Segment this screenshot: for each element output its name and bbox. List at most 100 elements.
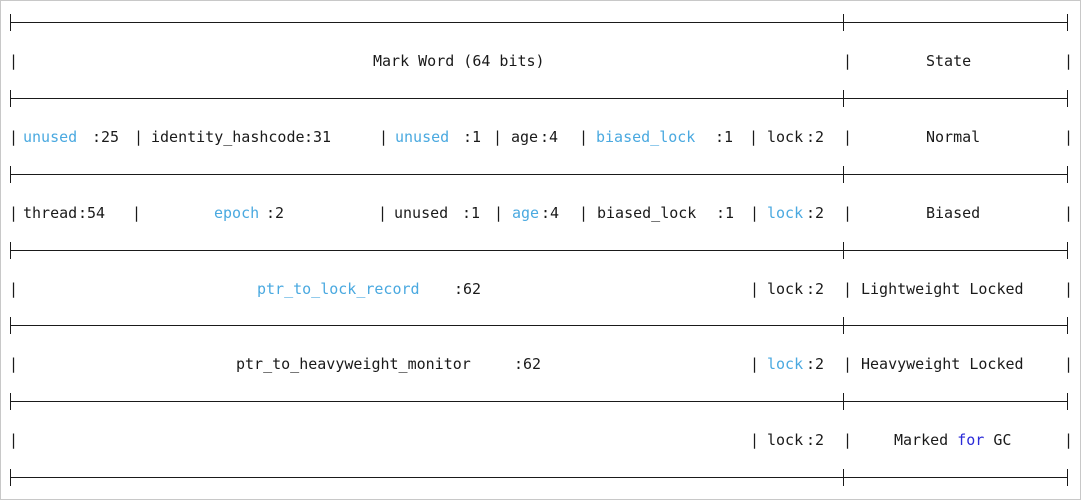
state-label-keyword: for xyxy=(957,431,985,449)
pipe: | xyxy=(1064,52,1074,70)
header-row: | Mark Word (64 bits) | State | xyxy=(1,51,1080,71)
pipe: | xyxy=(9,128,19,146)
field-lock: lock xyxy=(767,128,804,146)
separator-tick xyxy=(843,326,844,334)
field-size: :2 xyxy=(806,355,825,373)
pipe: | xyxy=(749,128,759,146)
field-size: :1 xyxy=(463,128,482,146)
separator-line xyxy=(10,325,1068,326)
field-size: :1 xyxy=(716,204,735,222)
separator-tick xyxy=(10,393,11,401)
field-size: :31 xyxy=(304,128,332,146)
pipe: | xyxy=(134,128,144,146)
field-biased-lock: biased_lock xyxy=(597,204,697,222)
field-size: :54 xyxy=(78,204,106,222)
pipe: | xyxy=(843,204,853,222)
pipe: | xyxy=(9,204,19,222)
pipe: | xyxy=(750,280,760,298)
separator-tick xyxy=(1067,99,1068,107)
separator-tick xyxy=(1067,251,1068,259)
field-size: :2 xyxy=(806,128,825,146)
table-row: | ptr_to_lock_record:62 | lock:2 | Light… xyxy=(1,279,1080,299)
pipe: | xyxy=(579,204,589,222)
state-label: Biased xyxy=(926,204,981,222)
separator-line xyxy=(10,250,1068,251)
separator-tick xyxy=(10,166,11,174)
table-row: | | lock:2 | Marked for GC | xyxy=(1,430,1080,450)
state-label: Heavyweight Locked xyxy=(861,355,1024,373)
pipe: | xyxy=(1064,128,1074,146)
separator-tick xyxy=(843,242,844,250)
separator-tick xyxy=(10,478,11,486)
field-ptr-to-heavyweight-monitor: ptr_to_heavyweight_monitor xyxy=(236,355,471,373)
separator-tick xyxy=(843,317,844,325)
field-lock: lock xyxy=(767,355,804,373)
separator-tick xyxy=(843,166,844,174)
separator-tick xyxy=(1067,469,1068,477)
separator-tick xyxy=(10,14,11,22)
separator-tick xyxy=(1067,175,1068,183)
pipe: | xyxy=(1064,431,1074,449)
field-size: :2 xyxy=(806,431,825,449)
pipe: | xyxy=(843,52,853,70)
field-size: :2 xyxy=(266,204,285,222)
separator-line xyxy=(10,174,1068,175)
separator-tick xyxy=(10,23,11,31)
state-label: Marked for GC xyxy=(894,430,1011,450)
table-row: | unused :25 | identity_hashcode:31 | unu… xyxy=(1,127,1080,147)
mark-word-heading: Mark Word (64 bits) xyxy=(373,52,545,70)
separator-tick xyxy=(1067,478,1068,486)
field-size: :1 xyxy=(715,128,734,146)
table-row: | thread:54 | epoch:2 | unused:1 | age:4… xyxy=(1,203,1080,223)
separator-tick xyxy=(1067,242,1068,250)
separator-tick xyxy=(1067,393,1068,401)
separator-tick xyxy=(843,393,844,401)
pipe: | xyxy=(750,355,760,373)
field-unused: unused xyxy=(23,128,78,146)
state-label: Normal xyxy=(926,128,981,146)
field-unused: unused xyxy=(395,128,450,146)
separator-tick xyxy=(843,469,844,477)
separator-tick xyxy=(10,99,11,107)
separator-tick xyxy=(1067,23,1068,31)
state-label-prefix: Marked xyxy=(894,431,958,449)
separator-tick xyxy=(10,326,11,334)
pipe: | xyxy=(1064,280,1074,298)
field-size: :2 xyxy=(806,204,825,222)
field-size: :4 xyxy=(540,128,559,146)
field-size: :1 xyxy=(462,204,481,222)
separator-line xyxy=(10,98,1068,99)
separator-tick xyxy=(1067,317,1068,325)
field-size: :25 xyxy=(92,128,120,146)
state-heading: State xyxy=(926,52,972,70)
field-lock: lock xyxy=(767,431,804,449)
pipe: | xyxy=(9,431,19,449)
pipe: | xyxy=(494,204,504,222)
separator-tick xyxy=(10,90,11,98)
pipe: | xyxy=(750,204,760,222)
pipe: | xyxy=(579,128,589,146)
separator-tick xyxy=(10,175,11,183)
separator-tick xyxy=(1067,402,1068,410)
table-row: | ptr_to_heavyweight_monitor:62 | lock:2… xyxy=(1,354,1080,374)
state-label: Lightweight Locked xyxy=(861,280,1024,298)
field-size: :62 xyxy=(454,280,482,298)
pipe: | xyxy=(493,128,503,146)
pipe: | xyxy=(379,128,389,146)
separator-tick xyxy=(1067,14,1068,22)
pipe: | xyxy=(1064,355,1074,373)
pipe: | xyxy=(843,128,853,146)
field-identity-hashcode: identity_hashcode xyxy=(151,128,305,146)
separator-tick xyxy=(843,90,844,98)
field-thread: thread xyxy=(23,204,78,222)
separator-tick xyxy=(843,251,844,259)
pipe: | xyxy=(9,52,19,70)
pipe: | xyxy=(9,355,19,373)
field-size: :2 xyxy=(806,280,825,298)
pipe: | xyxy=(843,355,853,373)
separator-tick xyxy=(10,402,11,410)
separator-line xyxy=(10,22,1068,23)
pipe: | xyxy=(843,280,853,298)
state-label-suffix: GC xyxy=(984,431,1012,449)
